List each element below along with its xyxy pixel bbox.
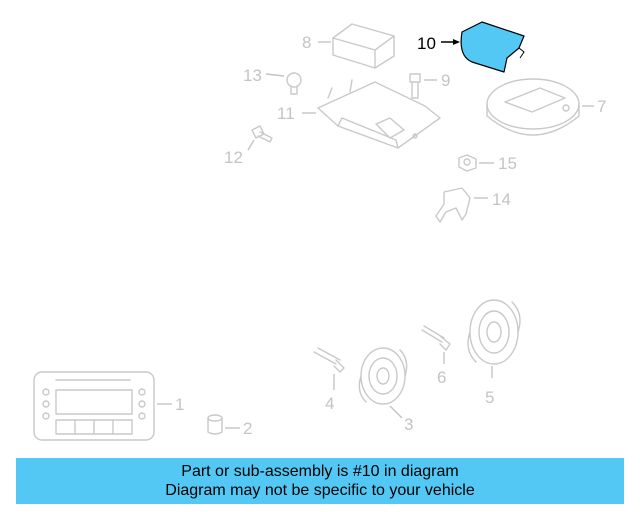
callout-2[interactable]: 2 (243, 419, 252, 438)
part-7-round-speaker (486, 78, 580, 136)
part-15-nut (458, 154, 477, 172)
callout-10[interactable]: 10 (417, 34, 436, 53)
part-11-bracket (317, 79, 441, 149)
part-14-bracket (435, 187, 471, 223)
banner-line-disclaimer: Diagram may not be specific to your vehi… (165, 482, 475, 499)
callout-15[interactable]: 15 (498, 154, 517, 173)
leader-10-arrow-icon (453, 39, 460, 45)
callout-9[interactable]: 9 (441, 71, 450, 90)
banner-line-part: Part or sub-assembly is #10 in diagram (181, 463, 459, 480)
callout-7[interactable]: 7 (597, 97, 606, 116)
callout-12[interactable]: 12 (224, 148, 243, 167)
leader-13 (265, 73, 285, 77)
part-5-speaker (467, 299, 521, 365)
part-13-screw (286, 72, 302, 95)
part-10-highlighted[interactable] (460, 21, 525, 73)
callout-5[interactable]: 5 (485, 388, 494, 407)
part-3-speaker (358, 347, 408, 405)
part-2-clip (207, 414, 223, 435)
callout-1[interactable]: 1 (175, 395, 184, 414)
callout-11[interactable]: 11 (277, 104, 295, 123)
part-6-rod (421, 325, 451, 351)
callout-8[interactable]: 8 (302, 33, 311, 52)
callout-3[interactable]: 3 (404, 415, 413, 434)
part-4-rod (313, 347, 345, 373)
callout-13[interactable]: 13 (243, 66, 262, 85)
callout-6[interactable]: 6 (437, 368, 446, 387)
leader-12 (247, 139, 255, 151)
part-1-radio (33, 371, 155, 441)
callout-14[interactable]: 14 (492, 190, 511, 209)
part-8-module (332, 23, 395, 69)
callout-4[interactable]: 4 (325, 394, 334, 413)
part-9-bolt (409, 73, 421, 99)
info-banner: Part or sub-assembly is #10 in diagram D… (16, 458, 624, 504)
leader-3 (389, 405, 403, 419)
part-12-bolt (251, 125, 273, 143)
